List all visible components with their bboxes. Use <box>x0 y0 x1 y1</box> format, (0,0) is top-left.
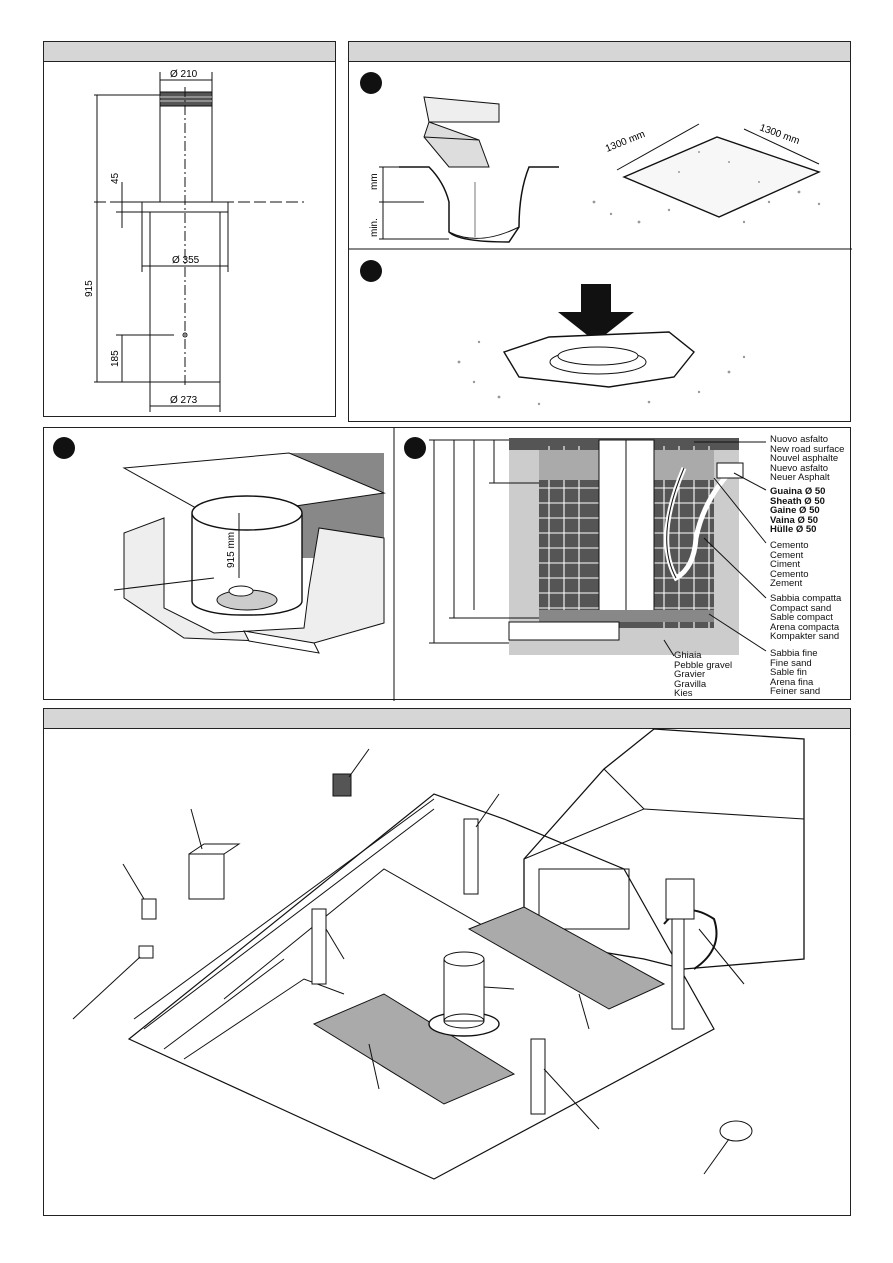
installation-panel: mm min. 1300 mm 1300 mm <box>348 41 852 422</box>
excavation-drawing: mm min. 1300 mm 1300 mm <box>349 96 852 406</box>
legend-compact-sand: Sabbia compatta Compact sand Sable compa… <box>770 593 842 643</box>
step-4-marker <box>404 437 426 459</box>
flange-diameter-label: Ø 355 <box>172 255 200 266</box>
pit-section-drawing: 915 mm <box>113 428 767 701</box>
height-total-label: 915 <box>84 280 95 297</box>
legend-fine-sand: Sabbia fine Fine sand Sable fin Arena fi… <box>770 648 821 698</box>
top-diameter-label: Ø 210 <box>170 69 198 80</box>
dimensions-panel: Ø 210 Ø 355 Ø 273 915 45 185 <box>43 41 336 417</box>
width-a-label: 1300 mm <box>604 129 647 155</box>
width-b-label: 1300 mm <box>758 122 801 147</box>
step-2-marker <box>360 260 382 282</box>
legend-sheath: Guaina Ø 50 Sheath Ø 50 Gaine Ø 50 Vaina… <box>770 486 826 536</box>
step-1-marker <box>360 72 382 94</box>
pit-depth-label: 915 mm <box>226 532 237 568</box>
legend-road-surface: Nuovo asfalto New road surface Nouvel as… <box>770 434 845 484</box>
legend-gravel: Ghiaia Pebble gravel Gravier Gravilla Ki… <box>674 650 733 700</box>
bollard-dimension-drawing: Ø 210 Ø 355 Ø 273 915 45 185 <box>84 69 304 412</box>
pit-section-panel: 915 mm <box>43 427 851 701</box>
system-layout-panel <box>43 708 851 1216</box>
system-layout-panel-header <box>44 709 850 729</box>
height-flange-label: 45 <box>110 172 121 184</box>
body-diameter-label: Ø 273 <box>170 395 198 406</box>
legend-cement: Cemento Cement Ciment Cemento Zement <box>770 540 809 590</box>
dimensions-panel-header <box>44 42 335 62</box>
height-base-label: 185 <box>110 350 121 367</box>
system-layout-drawing <box>72 728 805 1180</box>
depth-min-label: min. <box>369 218 380 237</box>
installation-panel-header <box>349 42 850 62</box>
depth-mm-label: mm <box>369 173 380 190</box>
step-3-marker <box>53 437 75 459</box>
